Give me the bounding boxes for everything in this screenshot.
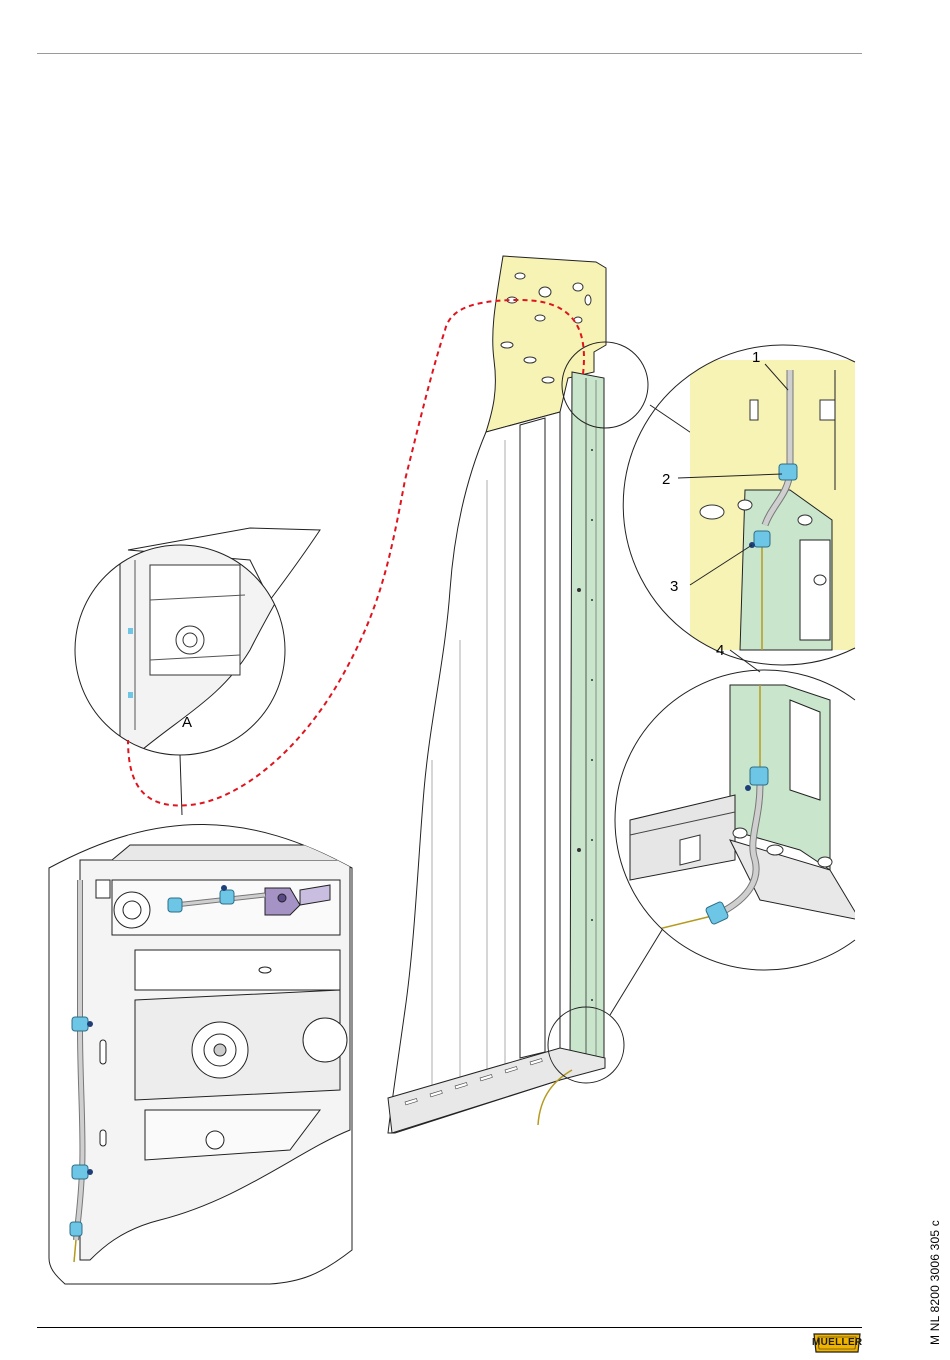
- inner-panel: [520, 418, 545, 1058]
- callout-1: 1: [752, 349, 760, 366]
- detail-top-right: [623, 345, 860, 665]
- callout-a: A: [182, 714, 192, 731]
- footer-rule: [37, 1327, 862, 1328]
- leader-bottom: [610, 925, 665, 1015]
- detail-circle-a: [75, 525, 320, 815]
- callout-2: 2: [662, 471, 670, 488]
- logo-lettering: MUELLER: [812, 1331, 862, 1355]
- detail-bottom-right: [615, 670, 860, 980]
- side-channel: [570, 372, 604, 1064]
- mueller-logo-icon: MUELLER: [812, 1331, 862, 1355]
- callout-3: 3: [670, 578, 678, 595]
- cabinet-assembly: [388, 256, 606, 1133]
- document-code: M NL 8200 3006 305 c: [928, 1220, 942, 1345]
- detail-large-bottom-left: [49, 824, 352, 1284]
- callout-4: 4: [716, 642, 724, 659]
